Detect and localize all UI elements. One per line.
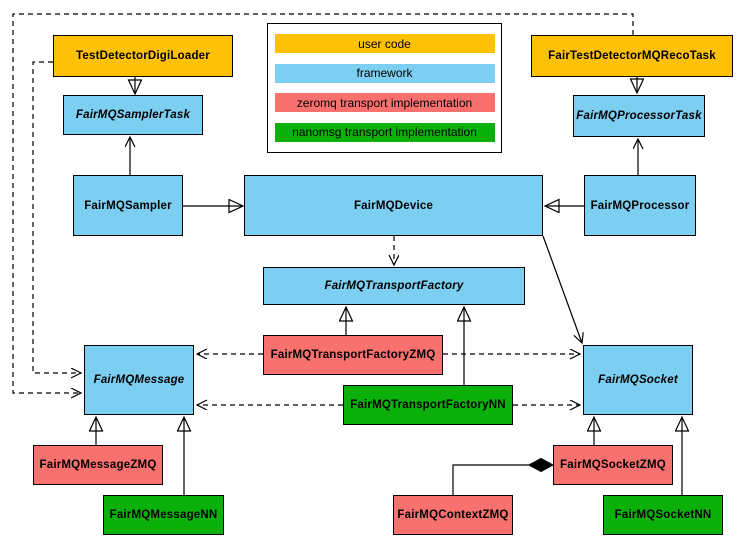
class-label: FairMQSocketZMQ — [560, 459, 666, 471]
class-label: FairMQSocketNN — [614, 509, 712, 521]
composition-diamond-icon — [527, 457, 555, 473]
class-label: FairMQSocket — [598, 374, 678, 386]
class-label: FairMQContextZMQ — [397, 509, 509, 521]
legend-label: user code — [358, 36, 411, 51]
class-box-fairmqsocketnn: FairMQSocketNN — [603, 495, 723, 535]
class-box-fairmqmessagenn: FairMQMessageNN — [103, 495, 224, 535]
legend-item-framework: framework — [274, 63, 495, 83]
class-box-fairmqtransportfactoryzmq: FairMQTransportFactoryZMQ — [263, 335, 443, 375]
class-label: FairMQSamplerTask — [75, 109, 191, 121]
class-box-testdetectordigiloader: TestDetectorDigiLoader — [53, 35, 233, 77]
class-box-fairmqcontextzmq: FairMQContextZMQ — [393, 495, 513, 535]
class-box-fairtestdetectormqrecotask: FairTestDetectorMQRecoTask — [531, 35, 733, 77]
class-label: FairTestDetectorMQRecoTask — [548, 50, 716, 62]
class-label: FairMQDevice — [353, 199, 434, 212]
class-label: FairMQTransportFactoryZMQ — [270, 349, 436, 361]
class-box-fairmqmessagezmq: FairMQMessageZMQ — [33, 445, 163, 485]
class-label: FairMQProcessorTask — [576, 110, 702, 122]
class-label: FairMQMessageNN — [109, 509, 218, 521]
class-box-fairmqsocketzmq: FairMQSocketZMQ — [553, 445, 673, 485]
class-box-fairmqsocket: FairMQSocket — [583, 345, 693, 415]
legend-label: nanomsg transport implementation — [292, 125, 477, 140]
class-box-fairmqsamplertask: FairMQSamplerTask — [63, 95, 203, 135]
legend-label: framework — [356, 66, 413, 81]
rel-dependency-digiloader-message — [32, 61, 81, 373]
class-label: FairMQTransportFactory — [324, 280, 464, 292]
class-box-fairmqtransportfactorynn: FairMQTransportFactoryNN — [343, 385, 513, 425]
legend-label: zeromq transport implementation — [296, 95, 473, 110]
legend: user code framework zeromq transport imp… — [267, 23, 502, 153]
legend-item-user-code: user code — [274, 34, 495, 54]
class-label: FairMQMessageZMQ — [39, 459, 157, 471]
rel-composition-socketzmq-contextzmq — [452, 464, 529, 495]
rel-association-device-socket — [542, 235, 582, 343]
class-box-fairmqprocessor: FairMQProcessor — [584, 175, 696, 236]
legend-item-zeromq: zeromq transport implementation — [274, 93, 495, 113]
class-box-fairmqtransportfactory: FairMQTransportFactory — [263, 267, 525, 305]
rel-dependency-recotask-message — [12, 13, 634, 393]
class-label: FairMQSampler — [84, 199, 172, 212]
relations — [12, 13, 682, 495]
class-label: FairMQMessage — [93, 374, 185, 386]
class-box-fairmqdevice: FairMQDevice — [244, 175, 543, 236]
legend-item-nanomsg: nanomsg transport implementation — [274, 122, 495, 142]
class-box-fairmqprocessortask: FairMQProcessorTask — [573, 95, 705, 137]
class-box-fairmqsampler: FairMQSampler — [73, 175, 183, 236]
class-label: TestDetectorDigiLoader — [76, 50, 210, 62]
class-box-fairmqmessage: FairMQMessage — [84, 345, 194, 415]
class-label: FairMQTransportFactoryNN — [350, 399, 506, 411]
class-label: FairMQProcessor — [590, 199, 690, 212]
